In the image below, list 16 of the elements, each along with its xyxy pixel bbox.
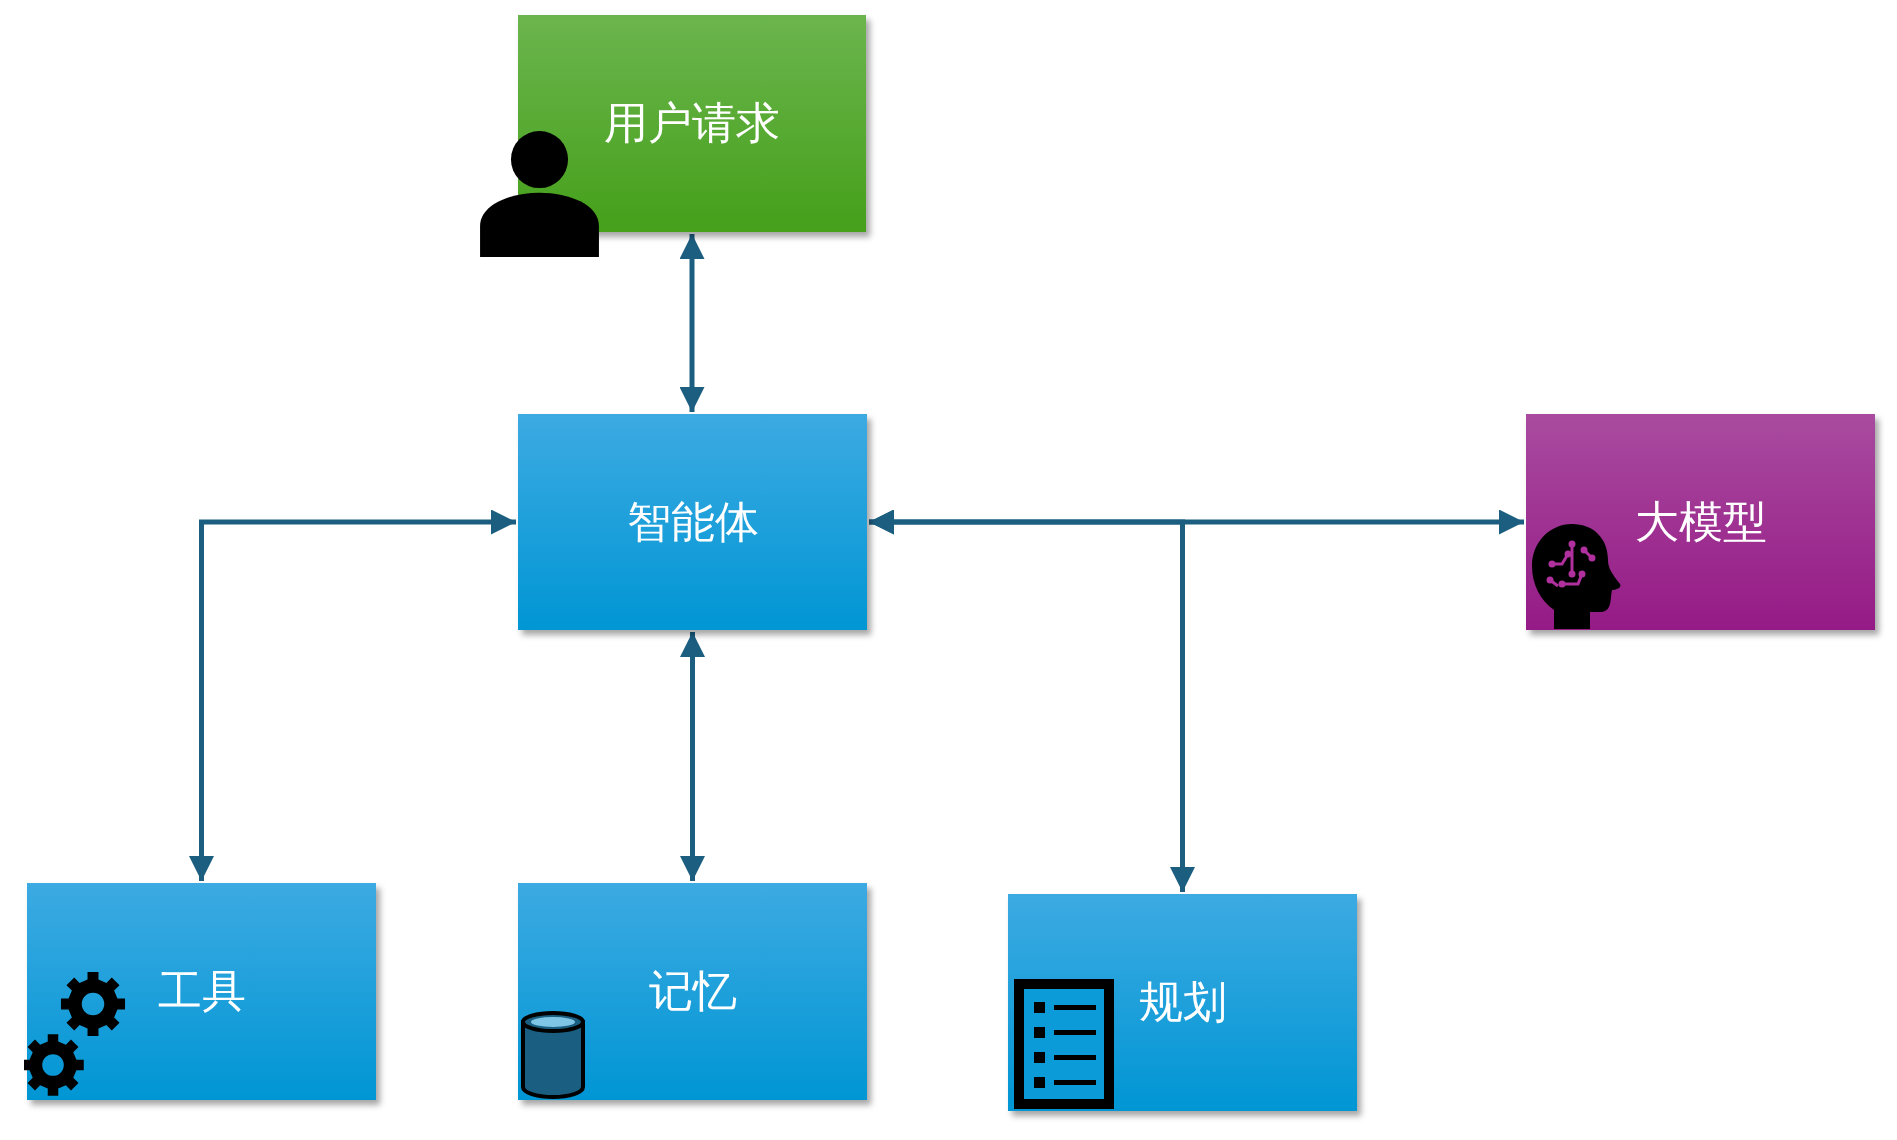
arrow	[679, 234, 705, 412]
process-box	[1526, 414, 1875, 630]
arrow	[189, 509, 516, 881]
node-label: 记忆	[648, 964, 737, 1018]
process-box	[518, 883, 867, 1100]
process-box	[1008, 894, 1357, 1111]
node-label: 大模型	[1634, 494, 1767, 549]
node-label: 用户请求	[604, 96, 780, 150]
process-box	[27, 883, 376, 1100]
node-label: 工具	[157, 964, 246, 1018]
node-label: 智能体	[626, 494, 759, 549]
process-box	[518, 15, 866, 232]
arrow	[869, 509, 1195, 892]
arrow	[680, 632, 705, 881]
process-box	[518, 414, 867, 630]
node-label: 规划	[1138, 975, 1227, 1029]
